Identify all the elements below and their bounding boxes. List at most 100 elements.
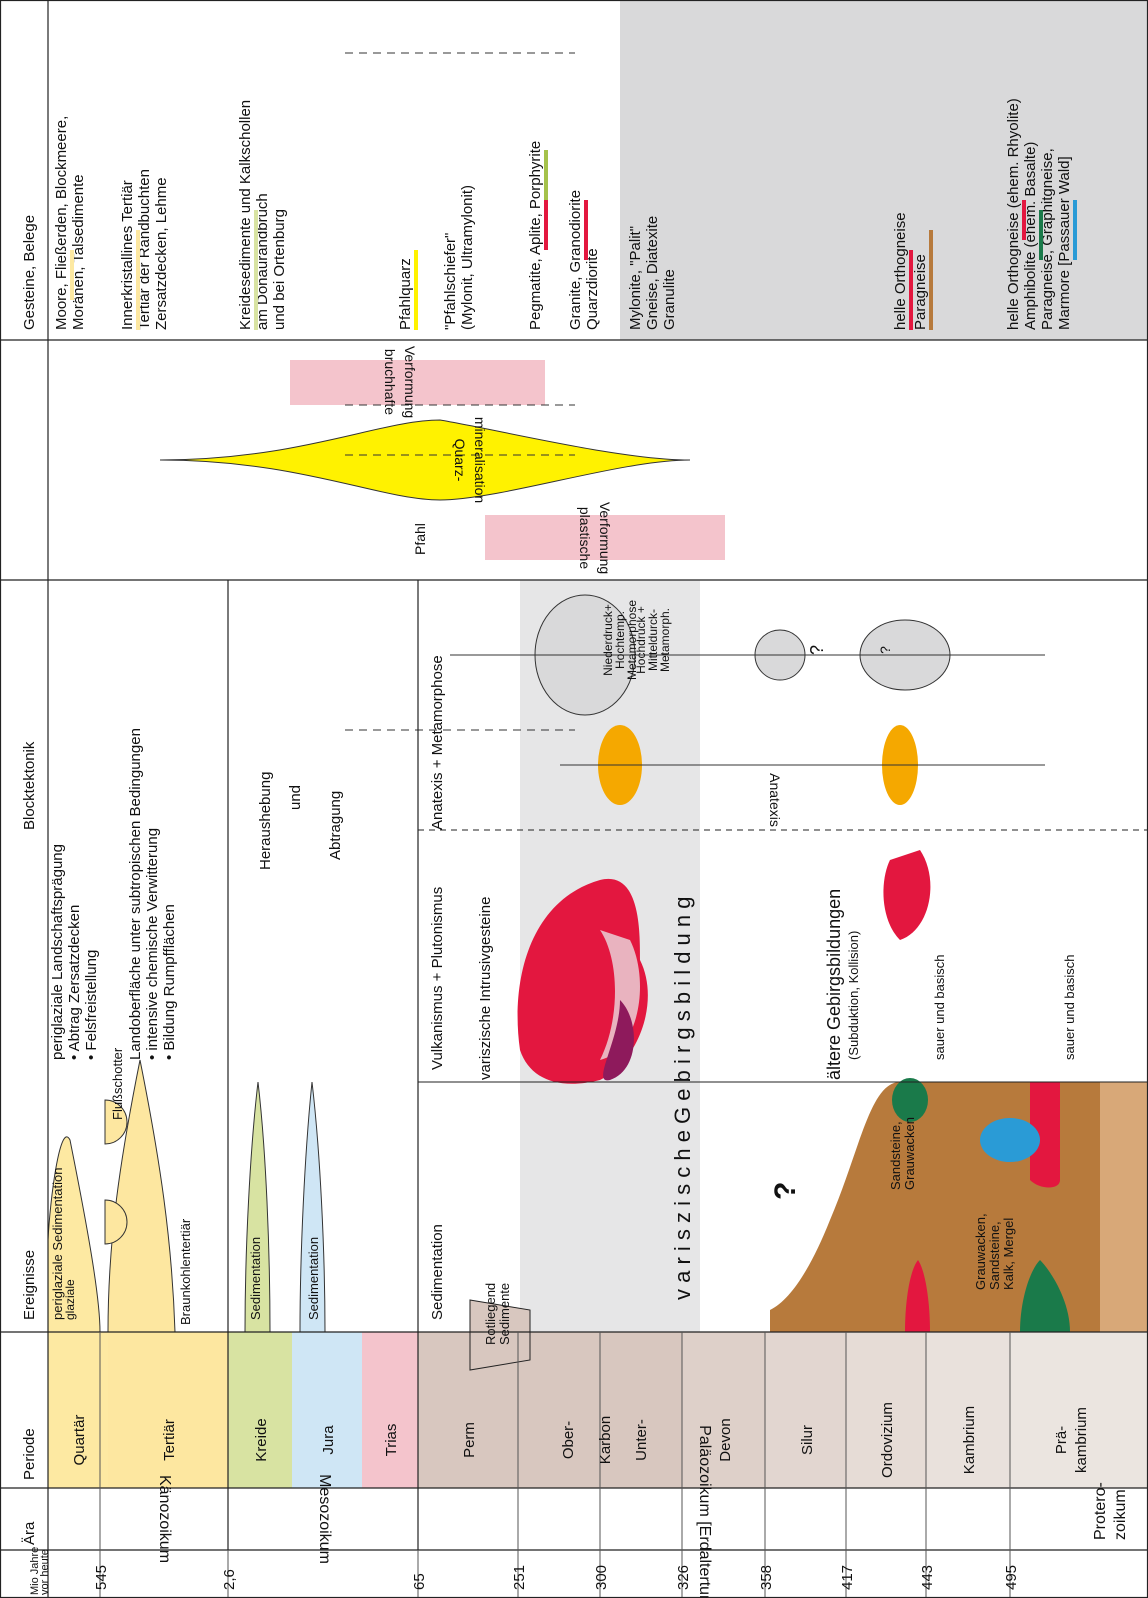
ev-sed-jura: Sedimentation: [306, 1237, 321, 1320]
age-2: 251: [511, 1565, 528, 1590]
rk-g3-1: am Donaurandbruch: [254, 193, 271, 330]
cell-ordovizium: [846, 1332, 926, 1488]
events-header: Ereignisse: [21, 1250, 38, 1320]
ev-heraushebung: Heraushebung: [257, 772, 274, 870]
rk-g2-2: Zersatzdecken, Lehme: [153, 177, 170, 330]
period-trias: Trias: [383, 1424, 400, 1457]
period-karbon: Karbon: [597, 1416, 614, 1464]
age-5: 358: [758, 1565, 775, 1590]
rk-g8-0: Mylonite, "Palit": [627, 226, 644, 330]
time-header-0: Mio Jahre: [29, 1547, 41, 1595]
ev-periglazial-0: periglaziale Landschaftsprägung: [49, 844, 66, 1060]
plastische-box: [485, 515, 725, 560]
ev-grauwacken-1: Sandsteine,: [987, 1221, 1002, 1290]
cell-trias: [362, 1332, 418, 1488]
cell-devon: [682, 1332, 765, 1488]
block-header: Blocktektonik: [21, 741, 38, 830]
ev-periglazial-2: • Felsfreistellung: [83, 950, 100, 1060]
ev-abtragung: Abtragung: [327, 791, 344, 860]
period-perm: Perm: [461, 1422, 478, 1458]
period-prae-1: kambrium: [1073, 1407, 1090, 1473]
period-tertiaer: Tertiär: [161, 1419, 178, 1461]
rk-g3-2: und bei Ortenburg: [271, 209, 288, 330]
rk-g11-2: Paragneise, Graphitgneise,: [1039, 148, 1056, 330]
ev-hochdruck-2: Metamorph.: [658, 608, 672, 672]
ev-periglazial-1: • Abtrag Zersatzdecken: [66, 905, 83, 1060]
ev-q3: ?: [877, 646, 893, 654]
half-disk-2: [104, 1099, 128, 1145]
rk-g2-1: Tertiär der Randbuchten: [136, 169, 153, 330]
period-kambrium: Kambrium: [961, 1406, 978, 1474]
blk-plastische-1: Verformung: [597, 502, 613, 574]
period-devon: Devon: [717, 1418, 734, 1461]
cell-kambrium: [926, 1332, 1010, 1488]
kreide-spike: [244, 1081, 271, 1333]
era-protero-0: Protero-: [1092, 1482, 1109, 1540]
ev-anatexis-label: Anatexis: [767, 773, 783, 827]
quarz-lens: [159, 419, 691, 501]
period-jura: Jura: [320, 1425, 337, 1455]
ev-niederdruck-2: Metamorphose: [625, 600, 639, 680]
period-ordovizium: Ordovizium: [879, 1402, 896, 1478]
rk-g5-1: (Mylonit, Ultramylonit): [459, 185, 476, 330]
green-lens-2: [892, 1078, 928, 1122]
blk-pfahl: Pfahl: [412, 523, 428, 555]
ev-sauer-1: sauer und basisch: [932, 954, 947, 1060]
rk-g9: helle Orthogneise: [892, 212, 909, 330]
ev-vulk-head: Vulkanismus + Plutonismus: [429, 887, 446, 1070]
age-7: 443: [919, 1565, 936, 1590]
ev-hochdruck-1: Mitteldurck-: [646, 609, 660, 671]
ev-intrusiv: variszische Intrusivgesteine: [477, 897, 494, 1080]
ev-rotliegend-0: Rotliegend: [483, 1283, 498, 1345]
rk-g4: Pfahlquarz: [397, 258, 414, 330]
half-disk-1: [104, 1199, 128, 1245]
rocks-grey-band: [620, 0, 1148, 340]
period-quartaer: Quartär: [71, 1415, 88, 1466]
ev-hochdruck-0: Hochdruck +: [634, 606, 648, 674]
ev-landober-2: • Bildung Rumpfflächen: [161, 904, 178, 1060]
rk-g2-0: Innerkristallines Tertiär: [119, 180, 136, 330]
ev-anatexis-head: Anatexis + Metamorphose: [429, 655, 446, 830]
ev-landober-0: Landoberfläche unter subtropischen Bedin…: [127, 728, 144, 1060]
rk-g1-0: Moore, Fließerden, Blockmeere,: [53, 116, 70, 330]
rk-g7-1: Quarzdiorite: [584, 248, 601, 330]
age-6: 417: [839, 1565, 856, 1590]
red-intrusion-2: [883, 850, 931, 940]
cell-kreide: [228, 1332, 292, 1488]
cell-praekambrium: [1010, 1332, 1148, 1488]
cell-tertiaer: [108, 1332, 228, 1488]
ev-niederdruck-1: Hochtemp.: [613, 611, 627, 669]
rk-g8-1: Gneise, Diatexite: [644, 216, 661, 330]
rk-g7-0: Granite, Granodiorite: [567, 190, 584, 330]
ev-variszische: v a r i s z i s c h e G e b i r g s b i …: [670, 897, 695, 1301]
time-header-1: vor heute: [39, 1549, 51, 1595]
ev-niederdruck-0: Niederdruck+: [601, 604, 615, 676]
era-kaenozoikum: Känozoikum: [156, 1475, 173, 1563]
period-header: Periode: [21, 1428, 38, 1480]
age-3: 300: [593, 1565, 610, 1590]
period-ober: Ober-: [560, 1421, 577, 1459]
tertiaer-lens: [107, 1059, 176, 1333]
ev-braunkohle: Braunkohlentertiär: [178, 1218, 193, 1325]
bruchhafte-box: [290, 360, 545, 405]
rk-g6: Pegmatite, Aplite, Porphyrite: [527, 141, 544, 330]
blk-quarz-0: Quarz-: [452, 439, 468, 482]
ev-sed-kreide: Sedimentation: [248, 1237, 263, 1320]
ev-q2: ?: [807, 645, 827, 655]
rk-g3-0: Kreidesedimente und Kalkschollen: [237, 100, 254, 330]
ev-sed-head: Sedimentation: [429, 1224, 446, 1320]
age-4: 326: [675, 1565, 692, 1590]
rotliegend-box: [469, 1299, 531, 1371]
green-lens-1: [1020, 1260, 1070, 1332]
blk-plastische-0: plastische: [577, 507, 593, 569]
rk-g11-0: helle Orthogneise (ehem. Rhyolite): [1005, 98, 1022, 330]
rk-g1-1: Moränen, Talsedimente: [70, 174, 87, 330]
ev-periglazial-sed: periglaziale Sedimentation: [50, 1168, 65, 1320]
rk-g5-0: "Pfahlschiefer": [442, 233, 459, 330]
blue-lens: [980, 1118, 1040, 1162]
ev-und: und: [287, 785, 304, 810]
ev-glaziale: glaziale: [63, 1279, 77, 1320]
ev-sandsteine-1: Grauwacken: [902, 1117, 917, 1190]
